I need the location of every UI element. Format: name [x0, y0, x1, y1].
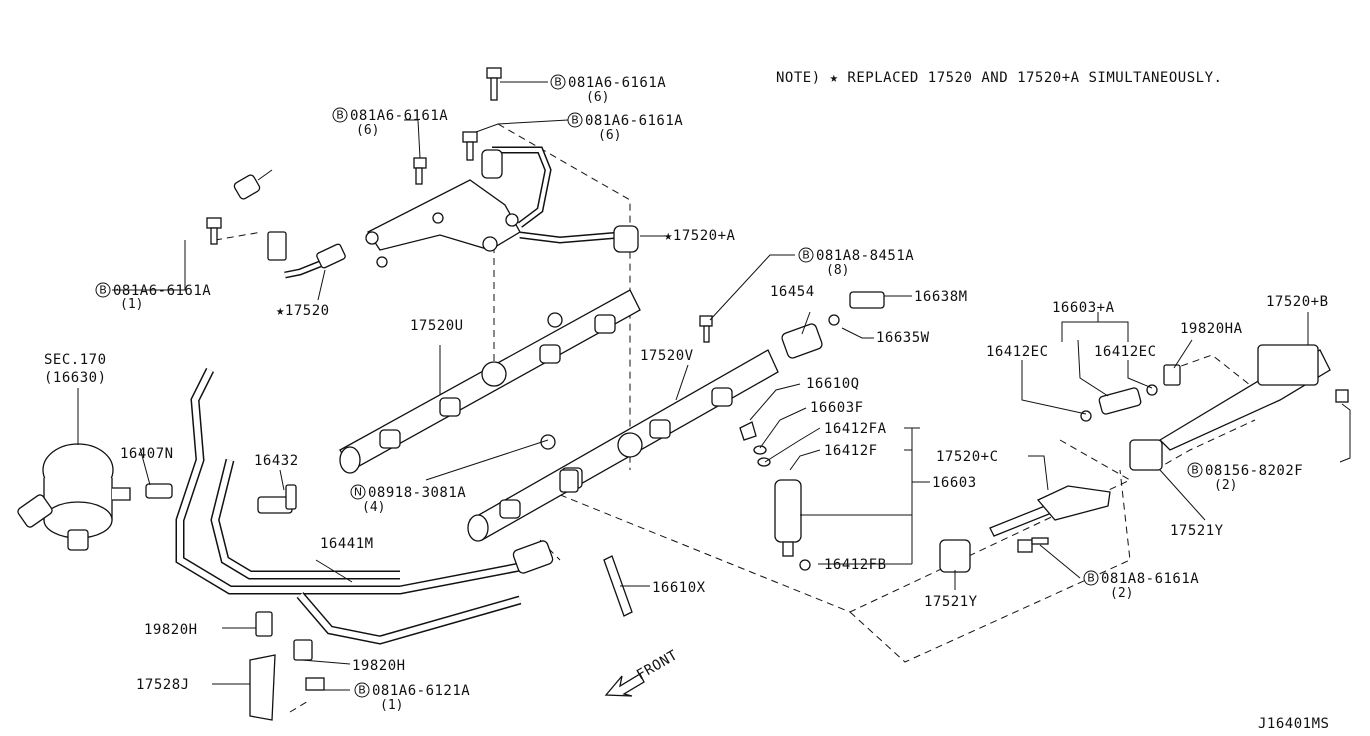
label-081a6-6161a: 081A6-6161A [585, 113, 683, 129]
label-081a6-6121a: 081A6-6121A [372, 683, 470, 699]
high-pressure-tube-17520a [481, 146, 639, 253]
fuel-hose-16441m [175, 367, 554, 645]
bolt-marker: B [571, 114, 579, 127]
label-17520a: ★17520+A [664, 228, 736, 244]
label-08156-8202f: 08156-8202F [1205, 463, 1303, 479]
label-qty: (2) [1214, 478, 1237, 493]
fuel-rail-17520v [467, 349, 779, 542]
label-081a8-6161a: 081A8-6161A [1101, 571, 1199, 587]
tube-17520c [989, 485, 1111, 553]
bracket-17528j [249, 611, 325, 721]
label-16412ec: 16412EC [986, 344, 1049, 360]
label-19820ha: 19820HA [1180, 321, 1243, 337]
injector-16610x [559, 469, 633, 617]
label-19820h: 19820H [144, 622, 198, 638]
fuel-rail-17520u [339, 289, 641, 474]
label-qty: (6) [598, 128, 621, 143]
label-08918-3081a: 08918-3081A [368, 485, 466, 501]
dashed-leaders [214, 123, 1256, 713]
label-17520b: 17520+B [1266, 294, 1329, 310]
label-qty: (6) [356, 123, 379, 138]
label-16412fb: 16412FB [824, 557, 887, 573]
label-19820h: 19820H [352, 658, 406, 674]
note-text: NOTE) ★ REPLACED 17520 AND 17520+A SIMUL… [776, 70, 1222, 86]
label-16412f: 16412F [824, 443, 878, 459]
front-arrow: FRONT [604, 647, 681, 697]
front-label: FRONT [634, 647, 681, 683]
marker-circles: B B B B B B B N B [95, 74, 1203, 698]
high-pressure-tube-17520 [233, 139, 346, 281]
label-16412ec: 16412EC [1094, 344, 1157, 360]
label-081a6-6161a: 081A6-6161A [113, 283, 211, 299]
bolt-marker: B [1087, 572, 1095, 585]
label-16610x: 16610X [652, 580, 706, 596]
label-16441m: 16441M [320, 536, 374, 552]
bolt-marker: B [99, 284, 107, 297]
label-16635w: 16635W [876, 330, 930, 346]
label-16432: 16432 [254, 453, 299, 469]
label-qty: (2) [1110, 586, 1133, 601]
fuel-injector-16603 [739, 421, 811, 571]
label-081a6-6161a: 081A6-6161A [350, 108, 448, 124]
pressure-sensor-16454 [699, 291, 885, 359]
label-17521y: 17521Y [924, 594, 978, 610]
small-parts-left [145, 483, 297, 514]
label-17520u: 17520U [410, 318, 464, 334]
nut-marker: N [354, 486, 362, 499]
diagram-id: J16401MS [1258, 716, 1329, 732]
label-16603f: 16603F [810, 400, 864, 416]
bolt-marker: B [358, 684, 366, 697]
clip-17521y [939, 539, 971, 573]
label-16454: 16454 [770, 284, 815, 300]
label-17521y: 17521Y [1170, 523, 1224, 539]
part-labels: 081A6-6161A (6) 081A6-6161A (6) 081A6-61… [44, 75, 1329, 713]
label-16412fa: 16412FA [824, 421, 887, 437]
label-16603: 16603 [932, 475, 977, 491]
label-16603a: 16603+A [1052, 300, 1115, 316]
label-081a8-8451a: 081A8-8451A [816, 248, 914, 264]
injector-group-right [1080, 344, 1349, 471]
label-17520: ★17520 [276, 303, 330, 319]
label-qty: (6) [586, 90, 609, 105]
label-16630: (16630) [44, 370, 107, 386]
bolt-marker: B [336, 109, 344, 122]
bolt-marker: B [554, 76, 562, 89]
bolt-marker: B [1191, 464, 1199, 477]
bolt-icons-upper [206, 67, 502, 245]
label-qty: (1) [380, 698, 403, 713]
label-081a6-6161a: 081A6-6161A [568, 75, 666, 91]
label-sec-170: SEC.170 [44, 352, 107, 368]
label-17520v: 17520V [640, 348, 694, 364]
label-qty: (8) [826, 263, 849, 278]
bracket-assembly [365, 179, 521, 268]
label-qty: (4) [362, 500, 385, 515]
label-16407n: 16407N [120, 446, 174, 462]
leader-lines [77, 81, 1351, 691]
label-16610q: 16610Q [806, 376, 860, 392]
label-16638m: 16638M [914, 289, 968, 305]
label-qty: (1) [120, 297, 143, 312]
high-pressure-pump [17, 443, 131, 551]
label-17528j: 17528J [136, 677, 190, 693]
label-17520c: 17520+C [936, 449, 999, 465]
bolt-marker: B [802, 249, 810, 262]
